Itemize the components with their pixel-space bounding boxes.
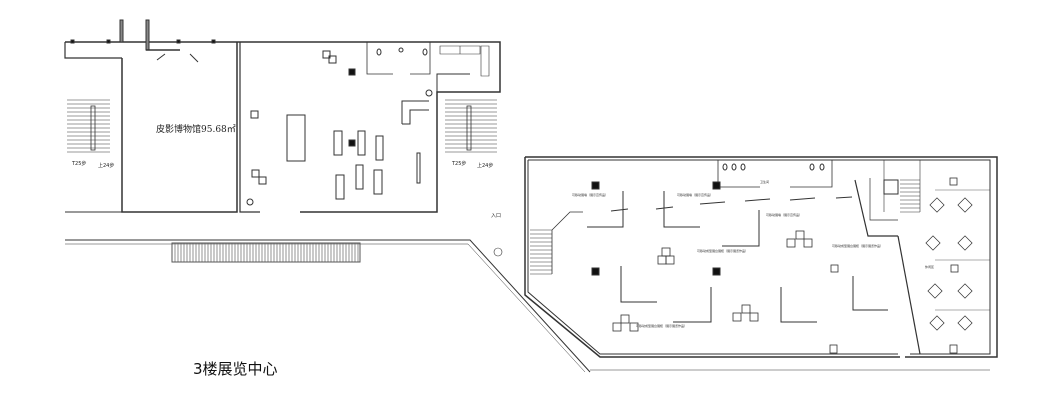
balcony <box>65 239 591 373</box>
stair-down-label: T25步 <box>72 161 87 167</box>
left-stairs <box>67 99 110 153</box>
room-label-puppet-museum: 皮影博物馆95.68㎡ <box>156 125 236 135</box>
exhibit-label: 可移动成型展台展柜（展示展览作品） <box>636 324 688 328</box>
entrance-label: 入口 <box>491 213 502 219</box>
stair-up-label: 上24步 <box>477 163 494 169</box>
right-building <box>524 156 998 371</box>
exhibit-label: 可移动成型展台展柜（展示展览作品） <box>697 249 749 253</box>
left-building <box>64 19 501 213</box>
right-stairs <box>445 99 497 153</box>
restroom-label: 卫生间 <box>760 180 770 184</box>
stair-up-label: 上24步 <box>98 163 115 169</box>
cafe-tables <box>925 189 990 331</box>
exhibit-label: 可移动成型展台展柜（展示展览作品） <box>832 244 884 248</box>
cafe-label: 休闲区 <box>925 265 935 269</box>
wall-label: 可移动展墙（展示宣传品） <box>572 193 609 197</box>
wall-label: 可移动展墙（展示宣传品） <box>766 213 803 217</box>
stair-down-label: T25步 <box>452 161 467 167</box>
wall-label: 可移动展墙（展示宣传品） <box>677 193 714 197</box>
plan-title: 3楼展览中心 <box>193 360 278 378</box>
